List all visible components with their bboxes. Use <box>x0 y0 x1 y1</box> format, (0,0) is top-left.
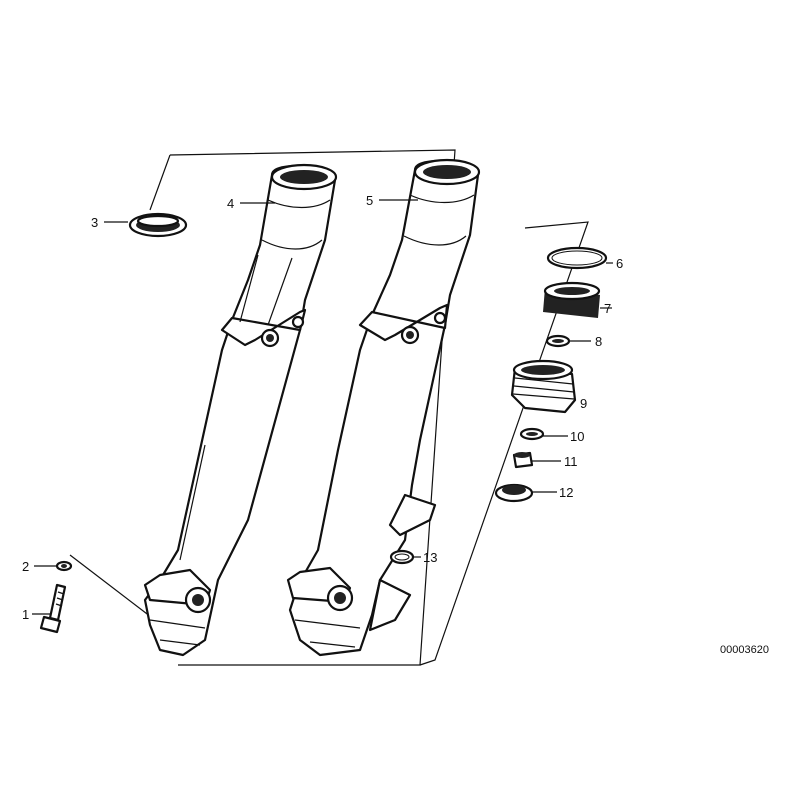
callout-7: 7 <box>604 301 611 316</box>
part-screw-plug <box>510 359 577 414</box>
callout-6: 6 <box>616 256 623 271</box>
part-bolt <box>39 583 67 634</box>
callout-labels: 1 2 3 4 5 6 7 8 9 10 11 12 13 <box>22 193 623 622</box>
part-sealing-ring <box>519 427 545 441</box>
part-seal-ring <box>543 281 601 318</box>
callout-2: 2 <box>22 559 29 574</box>
part-washer <box>55 560 73 572</box>
part-gasket <box>389 549 415 565</box>
reference-code: 00003620 <box>720 644 769 656</box>
left-fork-slider <box>143 163 338 657</box>
part-grommet <box>494 483 534 503</box>
callout-4: 4 <box>227 196 234 211</box>
leader-lines <box>32 199 613 615</box>
callout-10: 10 <box>570 429 584 444</box>
part-o-ring <box>546 246 608 270</box>
callout-11: 11 <box>564 454 578 469</box>
callout-1: 1 <box>22 607 29 622</box>
callout-3: 3 <box>91 215 98 230</box>
callout-9: 9 <box>580 396 587 411</box>
part-shaft-seal <box>128 212 188 238</box>
callout-8: 8 <box>595 334 602 349</box>
assembly-frame <box>69 149 589 666</box>
right-fork-slider <box>286 158 481 657</box>
callout-5: 5 <box>366 193 373 208</box>
part-small-o-ring <box>545 334 571 348</box>
callout-12: 12 <box>559 485 573 500</box>
callout-13: 13 <box>423 550 437 565</box>
part-nut <box>512 451 534 469</box>
